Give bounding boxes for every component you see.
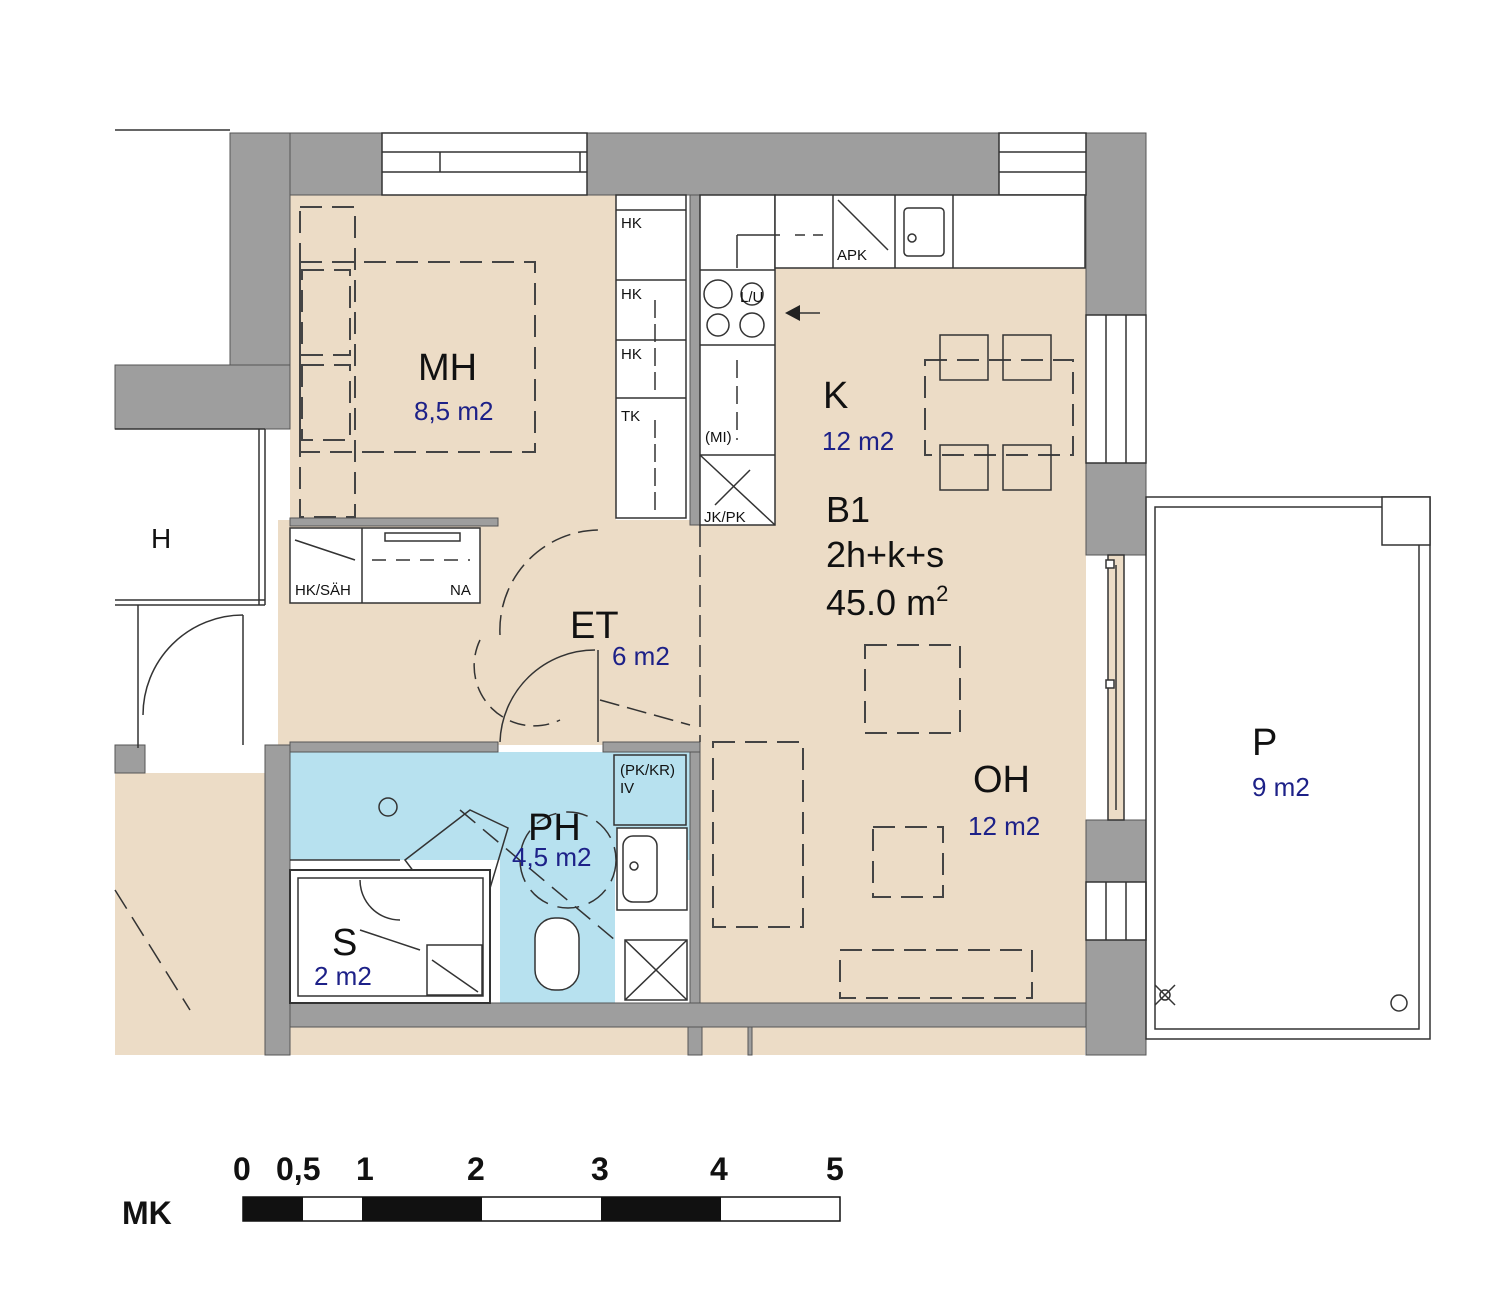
- wall-left-stub: [114, 364, 291, 430]
- wall-top-mid: [586, 132, 1000, 196]
- hall-floor-upper: [498, 195, 616, 525]
- storage-h: [114, 129, 266, 1011]
- room-h-name: H: [151, 523, 171, 554]
- fixture-apk: APK: [837, 247, 867, 264]
- room-k-area: 12 m2: [822, 426, 894, 456]
- room-s-name: S: [332, 922, 357, 964]
- room-ph-area: 4,5 m2: [512, 842, 592, 872]
- unit-area-sup: 2: [936, 581, 948, 606]
- wall-bottom: [264, 1002, 1087, 1028]
- wall-corridor-cap: [114, 744, 146, 774]
- hall-closets: [289, 527, 481, 604]
- room-k-name: K: [823, 375, 848, 417]
- wall-bottom-div1: [687, 1026, 703, 1056]
- room-labels: MH 8,5 m2 K 12 m2 B1 2h+k+s 45.0 m2 ET 6…: [151, 347, 1310, 991]
- kitchen-cabinets: [699, 194, 1086, 526]
- unit-area: 45.0 m2: [826, 581, 948, 623]
- scale-seg-3: [601, 1197, 721, 1221]
- room-p-name: P: [1252, 722, 1277, 764]
- fixture-lu: L/U: [740, 289, 763, 306]
- wall-kitchen-sep: [689, 194, 701, 526]
- sauna: [289, 869, 491, 1004]
- room-oh-name: OH: [973, 759, 1030, 801]
- wall-bottom-div2: [747, 1026, 753, 1056]
- wall-bath-left: [264, 744, 291, 1056]
- room-mh-area: 8,5 m2: [414, 396, 494, 426]
- scale-tick-0-5: 0,5: [276, 1151, 320, 1187]
- wall-right-2: [1085, 462, 1147, 556]
- wall-right-1: [1085, 132, 1147, 316]
- wall-right-4: [1085, 939, 1147, 1056]
- fixture-hk-1: HK: [621, 215, 642, 232]
- scale-seg-1: [243, 1197, 303, 1221]
- door-swings: [473, 529, 691, 743]
- corridor-floor-left: [115, 773, 265, 1055]
- scale-tick-2: 2: [467, 1151, 485, 1187]
- window-right-2: [1085, 881, 1147, 941]
- fixture-mi: (MI): [705, 429, 732, 446]
- scale-label: MK: [122, 1195, 172, 1231]
- bottom-floor-strip: [265, 1027, 1085, 1055]
- fixture-pkkr: (PK/KR): [620, 762, 675, 779]
- scale-bar: MK 0 0,5 1 2 3 4 5: [122, 1151, 844, 1231]
- fixture-hk-3: HK: [621, 346, 642, 363]
- fixture-hksah: HK/SÄH: [295, 582, 351, 599]
- wall-partition-bath-top2: [602, 741, 701, 753]
- window-kitchen: [998, 132, 1087, 196]
- wardrobes: [615, 194, 687, 519]
- balcony-door: [1105, 554, 1125, 821]
- walls: [114, 132, 1147, 1056]
- unit-code: B1: [826, 489, 870, 530]
- room-et-name: ET: [570, 605, 619, 647]
- fixture-hk-2: HK: [621, 286, 642, 303]
- scale-tick-4: 4: [710, 1151, 728, 1187]
- scale-tick-5: 5: [826, 1151, 844, 1187]
- room-oh-area: 12 m2: [968, 811, 1040, 841]
- living-furniture: [699, 334, 1074, 999]
- scale-tick-3: 3: [591, 1151, 609, 1187]
- bedroom-furniture: [299, 206, 536, 518]
- room-mh-name: MH: [418, 347, 477, 389]
- unit-type: 2h+k+s: [826, 534, 944, 575]
- room-p-area: 9 m2: [1252, 772, 1310, 802]
- window-right-1: [1085, 314, 1147, 464]
- windows: [381, 132, 1147, 941]
- wall-ph-right: [689, 751, 701, 1004]
- scale-seg-2: [362, 1197, 482, 1221]
- scale-tick-1: 1: [356, 1151, 374, 1187]
- scale-tick-0: 0: [233, 1151, 251, 1187]
- room-ph-name: PH: [528, 807, 581, 849]
- wall-partition-bath-top: [289, 741, 499, 753]
- wall-right-3: [1085, 819, 1147, 883]
- balcony: [1145, 496, 1431, 1040]
- wall-partition-mh: [289, 517, 499, 527]
- fixture-labels: HK HK HK TK APK L/U (MI) JK/PK HK/SÄH NA…: [295, 215, 867, 797]
- fixture-iv: IV: [620, 780, 634, 797]
- room-s-area: 2 m2: [314, 961, 372, 991]
- unit-area-value: 45.0 m: [826, 582, 936, 623]
- fixture-na: NA: [450, 582, 471, 599]
- window-bedroom: [381, 132, 588, 196]
- fixture-jkpk: JK/PK: [704, 509, 746, 526]
- fixture-tk: TK: [621, 408, 640, 425]
- bath-fixtures: [290, 754, 688, 1001]
- room-et-area: 6 m2: [612, 641, 670, 671]
